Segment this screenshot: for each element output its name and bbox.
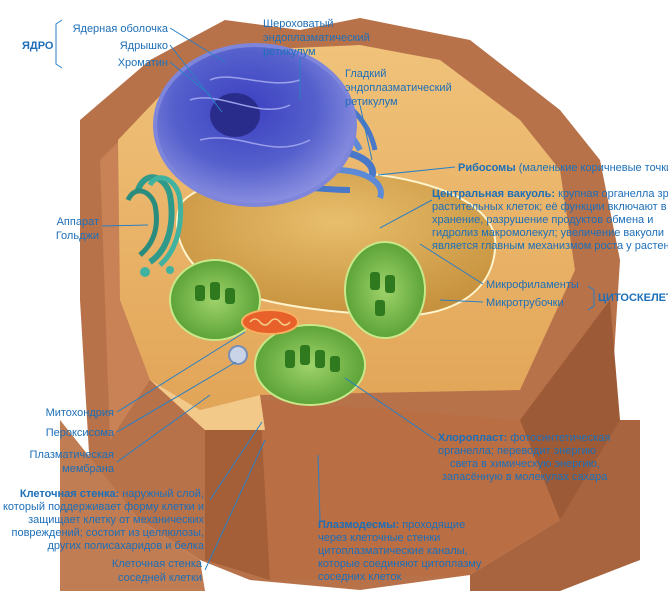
label-smooth-er-1: Гладкий <box>345 68 386 80</box>
label-plasma-membrane-2: мембрана <box>62 463 115 475</box>
label-microtubules: Микротрубочки <box>486 297 564 309</box>
label-rough-er-1: Шероховатый <box>263 18 334 30</box>
label-peroxisome: Пероксисома <box>46 427 115 439</box>
label-neighbor-wall-2: соседней клетки <box>118 572 202 584</box>
label-plasmodesmata-4: которые соединяют цитоплазму <box>318 558 482 570</box>
label-plasmodesmata-2: через клеточные стенки <box>318 532 440 544</box>
label-golgi-1: Аппарат <box>57 216 99 228</box>
nucleus <box>153 43 357 207</box>
label-nucleolus: Ядрышко <box>120 40 168 52</box>
golgi-apparatus <box>125 174 184 277</box>
label-vacuole-1: Центральная вакуоль:крупная органелла зр… <box>432 188 668 200</box>
peroxisome <box>228 345 248 365</box>
label-plasmodesmata-1: Плазмодесмы:проходящие <box>318 519 465 531</box>
mitochondrion <box>241 309 299 335</box>
label-cell-wall-4: повреждений; состоит из целлюлозы, <box>12 527 204 539</box>
label-vacuole-5: является главным механизмом роста у раст… <box>432 240 668 252</box>
label-rough-er-2: эндоплазматический <box>263 32 370 44</box>
label-plasmodesmata-5: соседних клеток <box>318 571 401 583</box>
label-neighbor-wall-1: Клеточная стенка <box>112 558 203 570</box>
label-vacuole-2: растительных клеток; её функции включают… <box>432 201 668 213</box>
label-chloroplast-1: Хлоропласт:фотосинтетическая <box>438 432 610 444</box>
label-cell-wall-3: защищает клетку от механических <box>28 514 204 526</box>
label-cell-wall-2: который поддерживает форму клетки и <box>3 501 204 513</box>
label-plasmodesmata-3: цитоплазматические каналы, <box>318 545 468 557</box>
label-mitochondrion: Митохондрия <box>46 407 114 419</box>
label-nucleus-group: ЯДРО <box>22 40 54 52</box>
label-microfilaments: Микрофиламенты <box>486 279 579 291</box>
label-chromatin: Хроматин <box>118 57 168 69</box>
label-cell-wall-5: других полисахаридов и белка <box>47 540 204 552</box>
label-cytoskeleton: ЦИТОСКЕЛЕТ <box>598 292 668 304</box>
label-vacuole-4: гидролиз макромолекул; увеличение вакуол… <box>432 227 664 239</box>
label-cell-wall-1: Клеточная стенка:наружный слой, <box>20 488 204 500</box>
label-ribosomes: Рибосомы(маленькие коричневые точки) <box>458 162 668 174</box>
leader-lines <box>55 19 595 571</box>
label-smooth-er-2: эндоплазматический <box>345 82 452 94</box>
label-chloroplast-4: запасённую в молекулах сахара <box>442 471 608 483</box>
label-chloroplast-3: света в химическую энергию, <box>450 458 600 470</box>
label-smooth-er-3: ретикулум <box>345 96 398 108</box>
chloroplast <box>169 241 426 406</box>
label-rough-er-3: ретикулум <box>263 46 316 58</box>
label-plasma-membrane-1: Плазматическая <box>30 449 115 461</box>
label-golgi-2: Гольджи <box>56 230 99 242</box>
label-nuclear-envelope: Ядерная оболочка <box>73 23 169 35</box>
label-vacuole-3: хранение, разрушение продуктов обмена и <box>432 214 653 226</box>
label-chloroplast-2: органелла; переводит энергию <box>438 445 596 457</box>
